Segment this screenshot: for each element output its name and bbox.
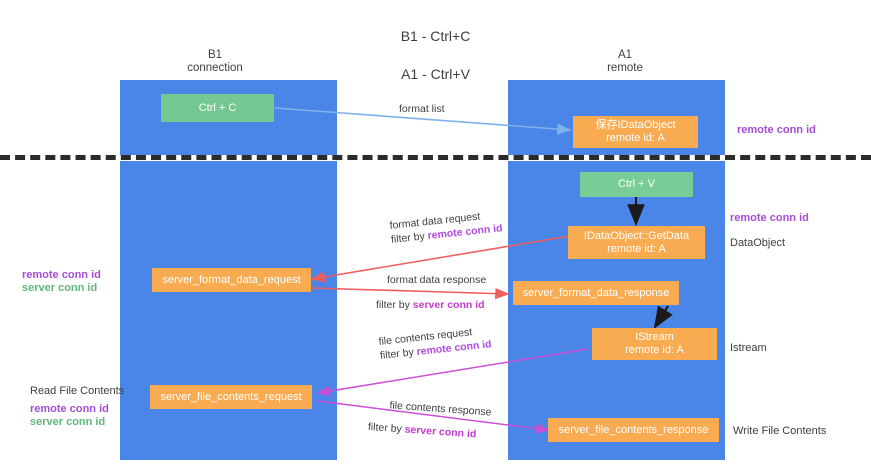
edge-label-filter-server-conn-id-1: filter by server conn id	[376, 299, 485, 312]
node-server-file-contents-request[interactable]: server_file_contents_request	[150, 385, 312, 409]
node-idataobject-getdata[interactable]: IDataObject::GetData remote id: A	[568, 226, 705, 259]
arrow-format-data-response	[311, 287, 510, 300]
annotation-left-server-conn-id-2: server conn id	[30, 416, 106, 428]
annotation-dataobject: DataObject	[730, 237, 786, 249]
node-server-format-data-response[interactable]: server_format_data_response	[513, 281, 679, 305]
edge-label-filter-server-conn-id-2: filter by server conn id	[367, 420, 477, 442]
node-getdata-label: IDataObject::GetData	[583, 229, 690, 242]
annotation-left-server-conn-id: server conn id	[22, 282, 98, 294]
filter-by-text-2: filter by	[376, 299, 413, 311]
filter-by-text-4: filter by	[367, 420, 406, 436]
title-line-2: A1 - Ctrl+V	[401, 66, 470, 82]
edge-label-file-contents-response-group: file contents response filter by server …	[368, 398, 492, 440]
annotation-remote-conn-id-top: remote conn id	[737, 124, 816, 136]
node-ctrl-v[interactable]: Ctrl + V	[580, 172, 693, 197]
annotation-left-remote-conn-id: remote conn id	[22, 269, 101, 281]
annotation-left-remote-conn-id-2: remote conn id	[30, 403, 109, 415]
edge-label-format-data-request-group: format data request filter by remote con…	[389, 208, 503, 246]
filter-by-text-3: filter by	[379, 346, 418, 362]
node-istream[interactable]: IStream remote id: A	[592, 328, 717, 360]
node-server-file-contents-request-label: server_file_contents_request	[160, 390, 302, 403]
server-conn-id-text-1: server conn id	[412, 299, 485, 311]
lane-a1-lower	[508, 161, 725, 460]
node-ctrl-v-label: Ctrl + V	[618, 178, 655, 190]
phase-divider	[0, 155, 871, 160]
node-save-idataobject[interactable]: 保存IDataObject remote id: A	[573, 116, 698, 148]
title-line-1: B1 - Ctrl+C	[400, 28, 471, 44]
node-istream-sublabel: remote id: A	[625, 344, 684, 356]
lane-b1-lower	[120, 161, 337, 460]
node-istream-label: IStream	[635, 331, 674, 343]
node-getdata-sublabel: remote id: A	[607, 242, 666, 255]
node-server-format-data-request[interactable]: server_format_data_request	[152, 268, 311, 292]
node-server-file-contents-response-label: server_file_contents_response	[558, 423, 709, 436]
edge-label-format-list: format list	[399, 103, 445, 115]
edge-label-format-data-response: format data response	[387, 274, 487, 286]
filter-by-text-1: filter by	[390, 230, 429, 246]
edge-label-file-contents-response: file contents response	[389, 399, 492, 419]
lane-header-a1: A1 remote	[607, 49, 643, 74]
node-server-format-data-request-label: server_format_data_request	[162, 273, 301, 286]
server-conn-id-text-2: server conn id	[404, 423, 477, 441]
node-server-format-data-response-label: server_format_data_response	[522, 286, 670, 299]
annotation-write-file-contents: Write File Contents	[733, 425, 827, 437]
node-save-idataobject-label: 保存IDataObject	[595, 119, 676, 131]
annotation-read-file-contents: Read File Contents	[30, 385, 125, 397]
annotation-remote-conn-id-mid: remote conn id	[730, 212, 809, 224]
node-ctrl-c-label: Ctrl + C	[198, 101, 237, 114]
lane-header-b1: B1 connection	[187, 49, 243, 74]
node-server-file-contents-response[interactable]: server_file_contents_response	[548, 418, 719, 442]
annotation-istream: Istream	[730, 342, 767, 354]
diagram-title: B1 - Ctrl+C A1 - Ctrl+V	[0, 8, 871, 103]
node-ctrl-c[interactable]: Ctrl + C	[161, 94, 274, 122]
edge-label-file-contents-request-group: file contents request filter by remote c…	[378, 324, 492, 362]
node-save-idataobject-sublabel: remote id: A	[606, 132, 665, 144]
